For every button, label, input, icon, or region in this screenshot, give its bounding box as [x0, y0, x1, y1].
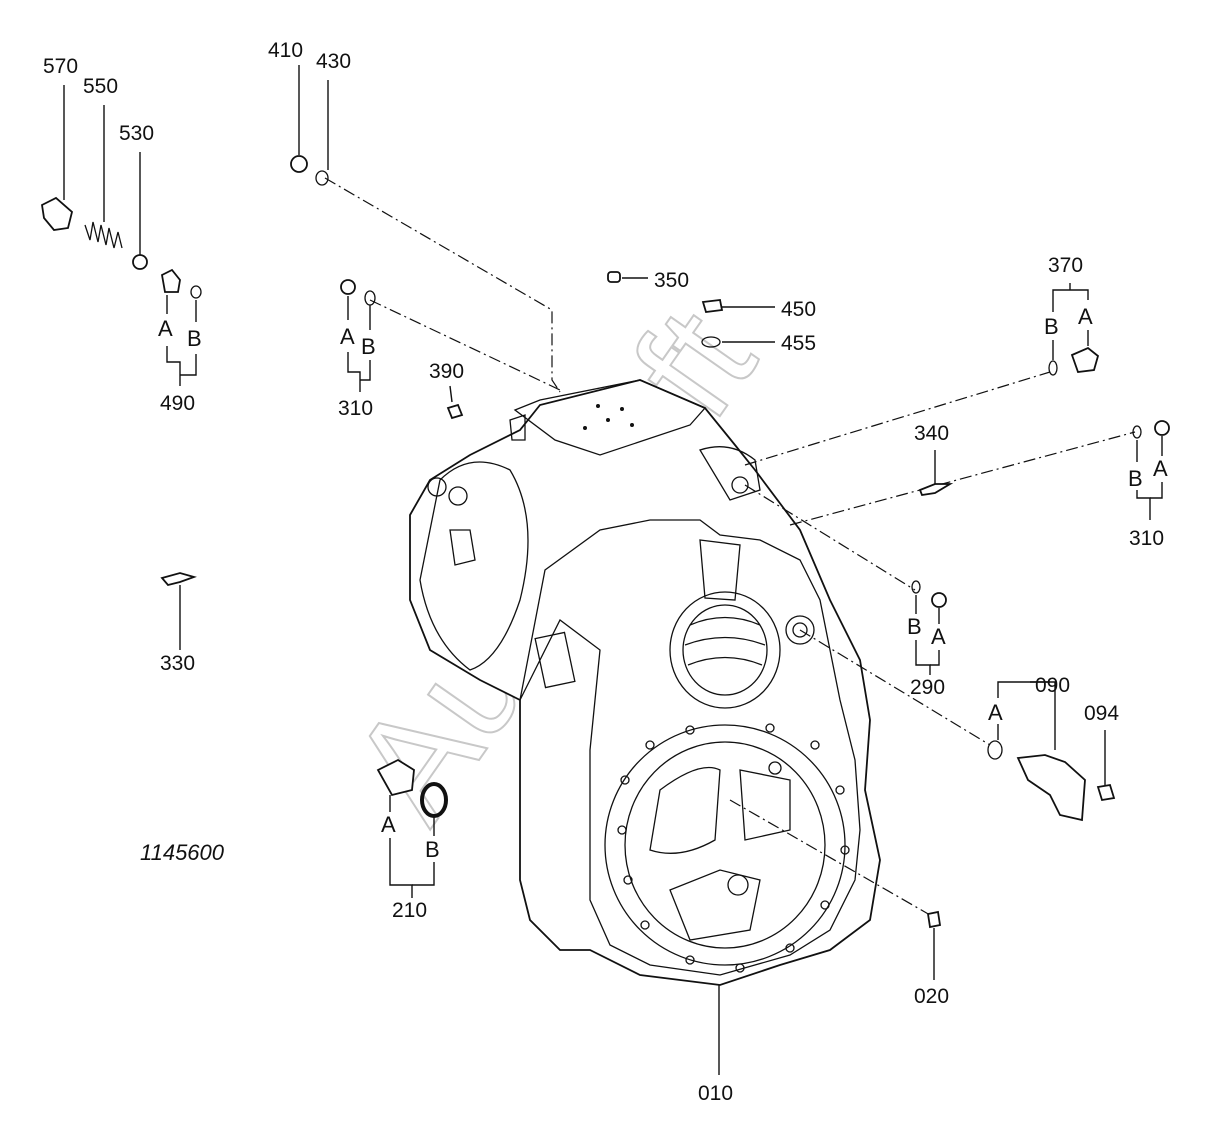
plug-450-icon — [701, 299, 724, 313]
label-310-right-b: B — [1128, 466, 1143, 491]
plug-210a-icon — [376, 758, 415, 797]
callout-lines — [63, 65, 1163, 1075]
label-490-b: B — [187, 326, 202, 351]
subpart-labels: A B A B B A B A B A A A B — [158, 304, 1168, 862]
label-020: 020 — [914, 985, 949, 1008]
label-310-right-a: A — [1153, 456, 1168, 481]
label-310-left-b: B — [361, 334, 376, 359]
label-290: 290 — [910, 676, 945, 699]
ring-310b-icon — [364, 290, 376, 306]
plug-350-icon — [607, 271, 621, 283]
plug-390-icon — [446, 403, 464, 420]
ring-430-icon — [315, 170, 329, 186]
ring-310b-right-icon — [1132, 425, 1142, 439]
ring-290b-icon — [911, 580, 921, 594]
transmission-housing — [409, 379, 881, 986]
label-210-a: A — [381, 812, 396, 837]
ring-090a-icon — [987, 740, 1003, 760]
screw-094-icon — [1096, 783, 1116, 802]
plug-370a-icon — [1070, 346, 1100, 373]
label-490: 490 — [160, 392, 195, 415]
label-340: 340 — [914, 422, 949, 445]
label-430: 430 — [316, 50, 351, 73]
fitting-330-icon — [160, 572, 197, 587]
label-450: 450 — [781, 298, 816, 321]
plug-570-icon — [41, 196, 74, 231]
plug-490a-icon — [160, 268, 181, 293]
leader-lines — [324, 177, 1136, 916]
plug-310a-icon — [340, 279, 356, 295]
label-370-a: A — [1078, 304, 1093, 329]
bolt-holes — [617, 723, 850, 973]
figure-id: 1145600 — [140, 840, 225, 865]
label-090-a: A — [988, 700, 1003, 725]
spring-550-icon — [84, 221, 123, 249]
label-290-a: A — [931, 624, 946, 649]
label-330: 330 — [160, 652, 195, 675]
label-410: 410 — [268, 39, 303, 62]
ring-370b-icon — [1048, 360, 1058, 376]
ring-490b-icon — [190, 285, 202, 299]
ring-455-icon — [701, 336, 721, 348]
label-390: 390 — [429, 360, 464, 383]
label-310-left: 310 — [338, 397, 373, 420]
pin-020-icon — [926, 910, 942, 929]
label-310-right: 310 — [1129, 527, 1164, 550]
label-090: 090 — [1035, 674, 1070, 697]
plug-310a-right-icon — [1154, 420, 1170, 436]
label-530: 530 — [119, 122, 154, 145]
label-310-left-a: A — [340, 324, 355, 349]
ball-530-icon — [132, 254, 148, 270]
ring-210b-icon — [420, 782, 448, 818]
label-290-b: B — [907, 614, 922, 639]
label-455: 455 — [781, 332, 816, 355]
label-570: 570 — [43, 55, 78, 78]
label-210-b: B — [425, 837, 440, 862]
label-490-a: A — [158, 316, 173, 341]
label-210: 210 — [392, 899, 427, 922]
small-parts — [41, 155, 1170, 929]
part-number-labels: 570 550 530 490 410 430 310 350 450 455 … — [43, 39, 1164, 1105]
label-094: 094 — [1084, 702, 1119, 725]
plug-410-icon — [290, 155, 308, 173]
label-350: 350 — [654, 269, 689, 292]
sensor-090-icon — [1016, 754, 1086, 822]
label-370: 370 — [1048, 254, 1083, 277]
label-010: 010 — [698, 1082, 733, 1105]
label-370-b: B — [1044, 314, 1059, 339]
label-550: 550 — [83, 75, 118, 98]
plug-290a-icon — [931, 592, 947, 608]
fitting-340-icon — [918, 483, 954, 496]
